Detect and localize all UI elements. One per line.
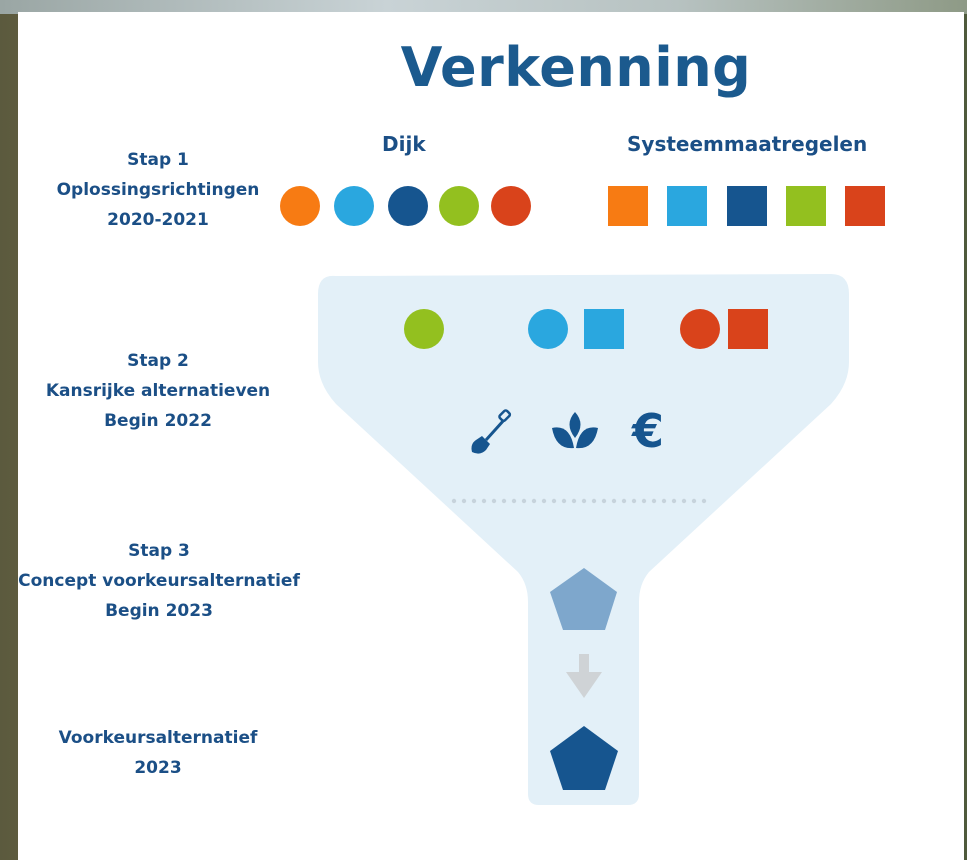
concept-pentagon bbox=[550, 568, 617, 630]
column-header-dijk: Dijk bbox=[382, 132, 426, 156]
step1-line2: Oplossingsrichtingen bbox=[56, 180, 260, 200]
funnel-body bbox=[318, 274, 849, 805]
funnel-shape bbox=[318, 274, 849, 805]
shovel-icon bbox=[471, 409, 512, 454]
dijk-option-orange bbox=[280, 186, 320, 226]
dijk-option-red bbox=[491, 186, 531, 226]
step3-line3: Begin 2023 bbox=[105, 601, 213, 621]
page-title: Verkenning bbox=[400, 36, 752, 99]
final-line1: Voorkeursalternatief bbox=[58, 728, 258, 748]
dijk-option-dark-blue bbox=[388, 186, 428, 226]
step3-label: Stap 3 Concept voorkeursalternatief Begi… bbox=[18, 536, 300, 626]
alternative-red-square bbox=[728, 309, 768, 349]
step1-label: Stap 1 Oplossingsrichtingen 2020-2021 bbox=[38, 145, 278, 235]
background-strip bbox=[0, 0, 967, 14]
step2-line2: Kansrijke alternatieven bbox=[45, 381, 271, 401]
euro-icon: € bbox=[632, 404, 665, 458]
alternative-blue-circle bbox=[528, 309, 568, 349]
diagram-panel: Verkenning Dijk Systeemmaatregelen Stap … bbox=[18, 12, 964, 860]
column-header-systeemmaatregelen: Systeemmaatregelen bbox=[627, 132, 868, 156]
step2-label: Stap 2 Kansrijke alternatieven Begin 202… bbox=[18, 346, 298, 436]
systeem-option-dark-blue bbox=[727, 186, 767, 226]
systeem-option-light-blue bbox=[667, 186, 707, 226]
step1-line1: Stap 1 bbox=[127, 150, 189, 170]
dotted-separator bbox=[451, 498, 707, 504]
final-pentagon bbox=[550, 726, 618, 790]
step3-line1: Stap 3 bbox=[128, 541, 190, 561]
alternative-green-circle bbox=[404, 309, 444, 349]
alternative-blue-square bbox=[584, 309, 624, 349]
alternative-red-circle bbox=[680, 309, 720, 349]
arrow-down-icon bbox=[566, 654, 602, 698]
systeem-option-red bbox=[845, 186, 885, 226]
dijk-option-green bbox=[439, 186, 479, 226]
leaf-icon bbox=[552, 412, 598, 449]
dijk-option-light-blue bbox=[334, 186, 374, 226]
final-label: Voorkeursalternatief 2023 bbox=[38, 723, 278, 783]
final-line2: 2023 bbox=[134, 758, 182, 778]
step3-line2: Concept voorkeursalternatief bbox=[18, 571, 300, 591]
step2-line1: Stap 2 bbox=[127, 351, 189, 371]
step1-line3: 2020-2021 bbox=[107, 210, 209, 230]
step2-line3: Begin 2022 bbox=[104, 411, 212, 431]
systeem-option-green bbox=[786, 186, 826, 226]
systeem-option-orange bbox=[608, 186, 648, 226]
